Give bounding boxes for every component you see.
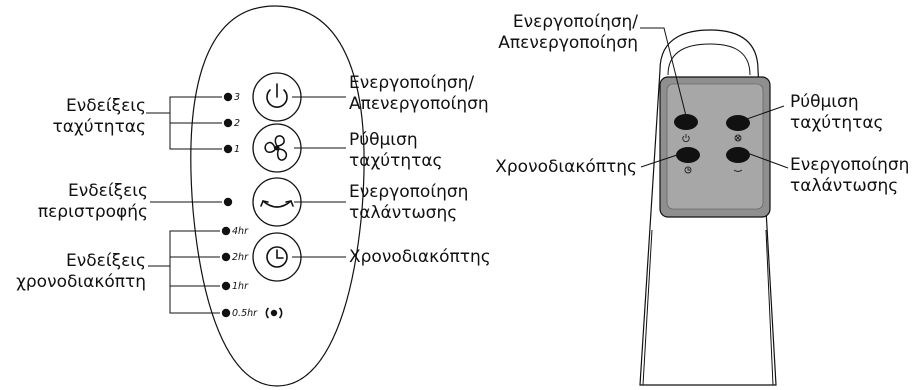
right-remote-right-edge: [765, 229, 774, 386]
right-oscillation-icon: [733, 169, 743, 172]
right-leader-lines: [640, 27, 789, 169]
right-power-button[interactable]: [674, 114, 698, 130]
right-timer-button[interactable]: [676, 147, 700, 163]
power-button[interactable]: [252, 72, 302, 122]
right-power-icon: [682, 134, 690, 143]
right-power-label-1: Ενεργοποίηση/: [513, 12, 638, 32]
speed-level-3: 3: [234, 92, 240, 103]
oscillation-label-1: Ενεργοποίηση: [349, 182, 468, 202]
right-oscillation-button[interactable]: [726, 147, 750, 163]
oscillation-label-2: ταλάντωσης: [349, 203, 457, 223]
power-icon: [266, 83, 288, 108]
right-speed-label-1: Ρύθμιση: [790, 92, 859, 112]
speed-label-1: Ρύθμιση: [349, 130, 418, 150]
clock-icon: [266, 246, 288, 268]
speed-level-1: 1: [234, 144, 240, 155]
speed-level-2: 2: [234, 118, 240, 129]
timer-indicators-label-2: χρονοδιακόπτη: [16, 272, 146, 292]
right-clock-icon: [684, 166, 692, 174]
speed-button[interactable]: [252, 123, 302, 173]
timer-level-2hr: 2hr: [232, 252, 249, 263]
rotation-indicator-label-1: Ενδείξεις: [68, 181, 148, 201]
timer-indicator-1hr: [221, 281, 231, 291]
power-label-2: Απενεργοποίηση: [349, 94, 489, 114]
oscillation-icon: [260, 200, 294, 208]
rotation-indicator-label-2: περιστροφής: [38, 202, 148, 222]
right-power-label-2: Απενεργοποίηση: [498, 33, 638, 53]
right-remote-panel-inner: [666, 83, 764, 210]
speed-indicator-1: [223, 144, 233, 154]
signal-icon: [265, 307, 283, 319]
right-oscillation-label-2: ταλάντωσης: [790, 176, 898, 196]
right-fan-icon: [734, 134, 742, 142]
right-speed-button[interactable]: [726, 115, 750, 131]
speed-label-2: ταχύτητας: [349, 151, 443, 171]
right-remote-left-edge: [642, 229, 653, 386]
timer-level-1hr: 1hr: [232, 281, 249, 292]
rotation-indicator: [223, 197, 233, 207]
right-speed-label-2: ταχύτητας: [790, 113, 884, 133]
timer-level-4hr: 4hr: [232, 226, 249, 237]
timer-indicator-0-5hr: [221, 308, 231, 318]
timer-label: Χρονοδιακόπτης: [349, 247, 491, 267]
speed-indicator-3: [223, 92, 233, 102]
speed-indicators-label-2: ταχύτητας: [52, 117, 146, 137]
right-timer-label: Χρονοδιακόπτης: [495, 157, 637, 177]
speed-indicator-2: [223, 118, 233, 128]
timer-level-0-5hr: 0.5hr: [232, 308, 258, 319]
speed-indicators-label-1: Ενδείξεις: [66, 96, 146, 116]
oscillation-button[interactable]: [252, 177, 302, 227]
timer-indicators-label-1: Ενδείξεις: [66, 251, 146, 271]
fan-icon: [264, 135, 288, 161]
timer-indicator-4hr: [221, 226, 231, 236]
power-label-1: Ενεργοποίηση/: [349, 73, 474, 93]
left-leader-lines: [146, 96, 346, 314]
timer-indicator-2hr: [221, 252, 231, 262]
right-remote-inner-edge: [667, 43, 751, 76]
right-oscillation-label-1: Ενεργοποίηση: [790, 155, 909, 175]
